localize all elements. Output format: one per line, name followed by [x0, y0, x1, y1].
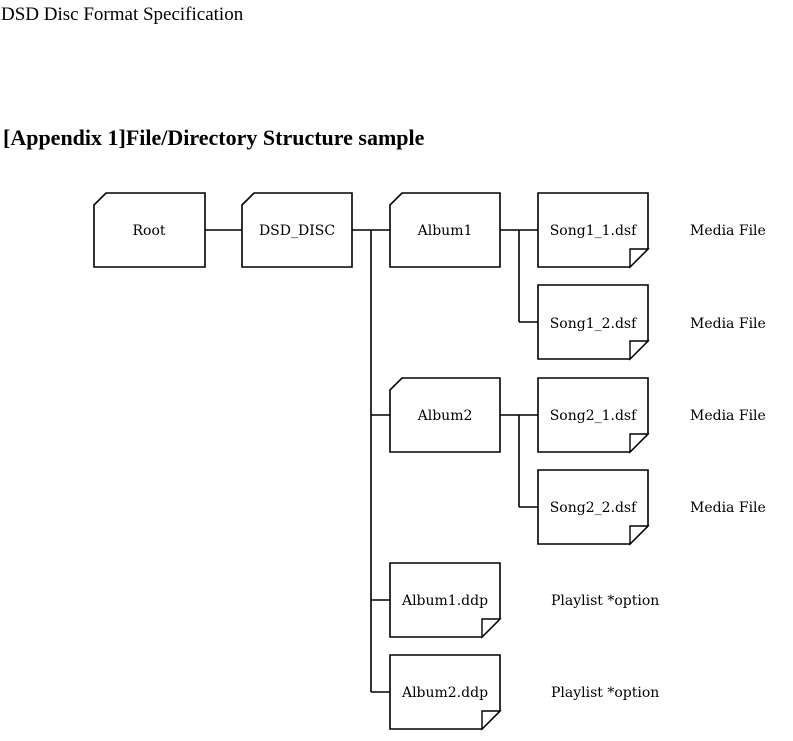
dog-ear-icon	[481, 618, 502, 639]
node-label-album1: Album1	[417, 223, 473, 239]
appendix-title: [Appendix 1]File/Directory Structure sam…	[3, 125, 425, 150]
file-node-album2-ddp: Album2.ddp	[389, 654, 502, 731]
dog-ear-icon	[481, 710, 502, 731]
node-label-album2: Album2	[417, 408, 473, 424]
directory-node-dsd-disc: DSD_DISC	[241, 192, 353, 268]
file-label-album2-ddp: Album2.ddp	[401, 685, 488, 701]
dog-ear-icon	[629, 433, 650, 454]
file-label-album1-ddp: Album1.ddp	[401, 593, 488, 609]
note-song1-1: Media File	[690, 223, 766, 239]
file-label-song2-1: Song2_1.dsf	[550, 408, 638, 424]
note-song1-2: Media File	[690, 316, 766, 332]
dog-ear-icon	[629, 340, 650, 361]
node-label-dsd-disc: DSD_DISC	[259, 223, 335, 239]
file-node-song2-2: Song2_2.dsf	[537, 469, 650, 546]
dog-ear-icon	[629, 248, 650, 269]
note-album1-ddp: Playlist *option	[551, 593, 659, 609]
directory-node-root: Root	[93, 192, 206, 268]
annotations: Media File Media File Media File Media F…	[551, 223, 766, 701]
file-node-song2-1: Song2_1.dsf	[537, 377, 650, 454]
folder-icon	[241, 192, 353, 268]
folder-icon	[389, 377, 501, 453]
file-node-song1-1: Song1_1.dsf	[537, 192, 650, 269]
note-song2-2: Media File	[690, 500, 766, 516]
folder-icon	[389, 192, 501, 268]
file-label-song1-2: Song1_2.dsf	[550, 316, 638, 332]
file-node-album1-ddp: Album1.ddp	[389, 562, 502, 639]
file-label-song1-1: Song1_1.dsf	[550, 223, 638, 239]
directory-node-album2: Album2	[389, 377, 501, 453]
dog-ear-icon	[629, 525, 650, 546]
note-song2-1: Media File	[690, 408, 766, 424]
node-label-root: Root	[132, 223, 165, 239]
note-album2-ddp: Playlist *option	[551, 685, 659, 701]
document-header: DSD Disc Format Specification	[1, 4, 244, 25]
folder-icon	[93, 192, 206, 268]
tree-connectors	[205, 229, 538, 693]
file-label-song2-2: Song2_2.dsf	[550, 500, 638, 516]
directory-node-album1: Album1	[389, 192, 501, 268]
file-node-song1-2: Song1_2.dsf	[537, 284, 650, 361]
